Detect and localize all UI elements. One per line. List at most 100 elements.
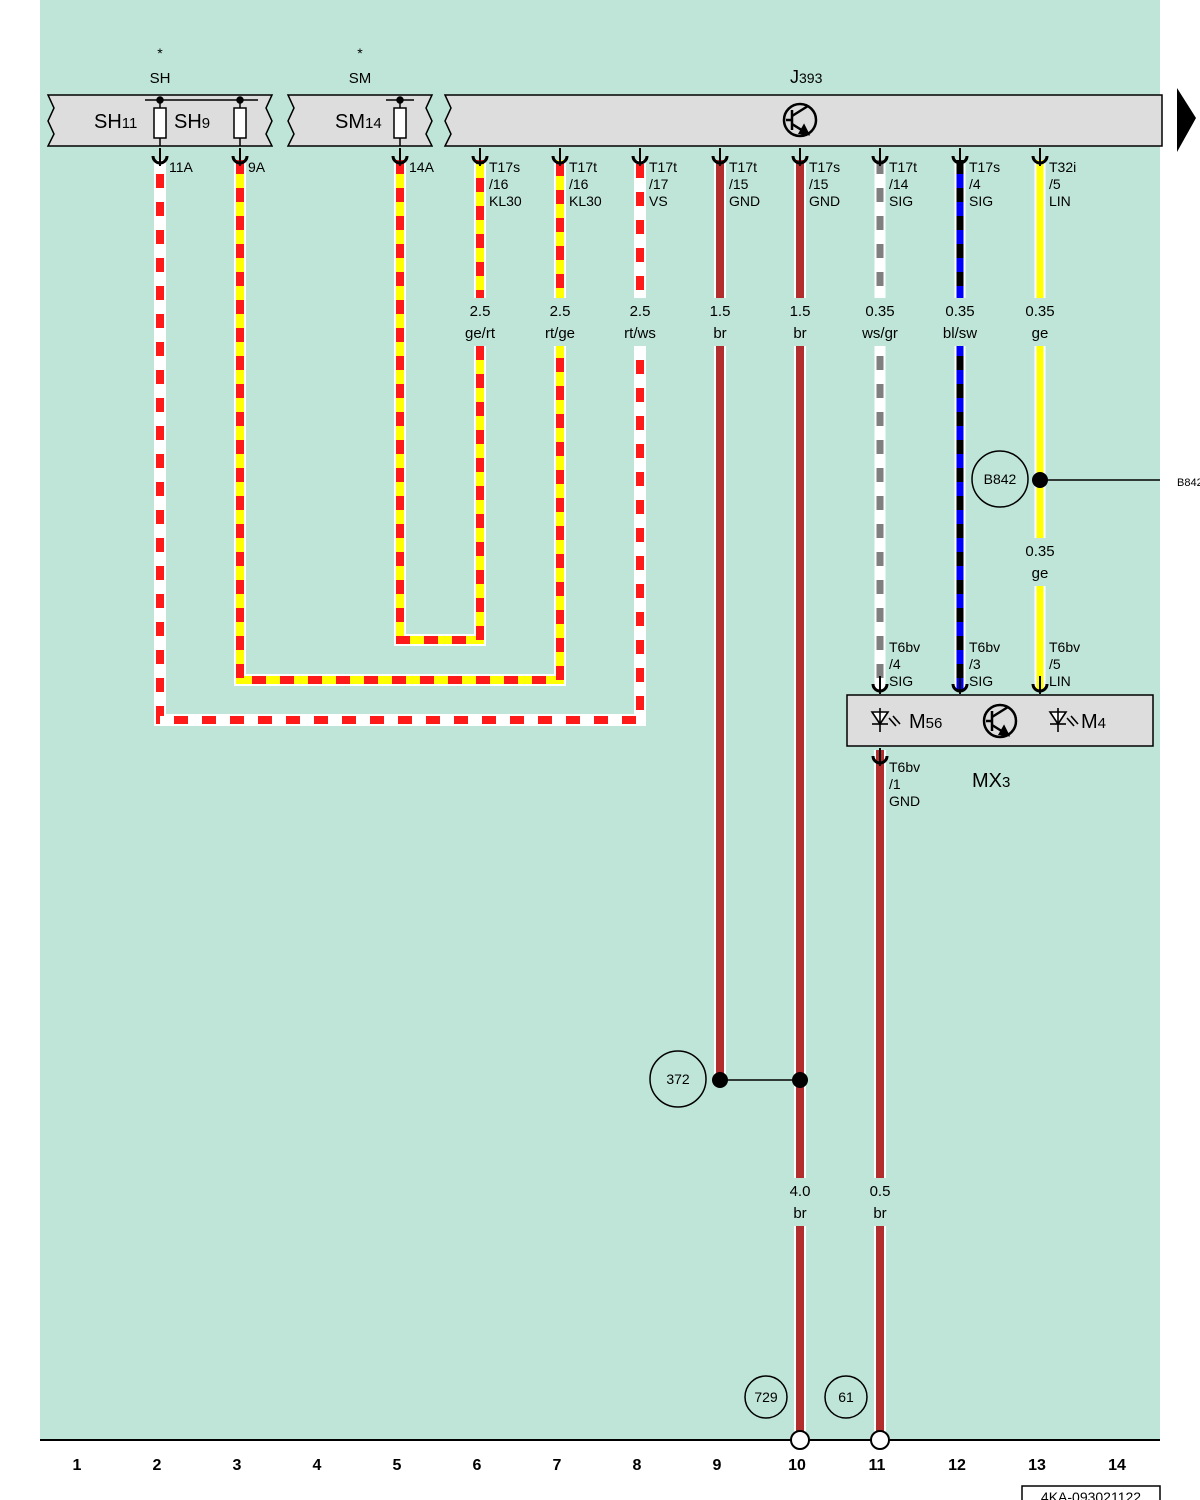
pin-line: /4 xyxy=(969,176,981,192)
pin-line: GND xyxy=(809,193,840,209)
column-number: 12 xyxy=(948,1457,966,1474)
m56-label: M56 xyxy=(909,711,942,733)
column-number: 6 xyxy=(473,1457,482,1474)
wire-label-gap xyxy=(952,298,968,346)
m4-label: M4 xyxy=(1081,711,1106,733)
pin-line: KL30 xyxy=(569,193,602,209)
wire-color-code: ws/gr xyxy=(861,325,898,342)
page-continue-arrow xyxy=(1177,88,1196,152)
pin-line: T6bv xyxy=(889,759,920,775)
wire-9a-to-c7 xyxy=(234,160,566,686)
b842-ref-label: B842 xyxy=(984,471,1017,487)
wire-color-code: ge xyxy=(1032,565,1049,582)
372-ref-label: 372 xyxy=(666,1071,690,1087)
wire-label-gap xyxy=(1032,538,1048,586)
svg-text:2.5ge/rt: 2.5ge/rt xyxy=(465,303,496,342)
sh-fuse-b-symbol xyxy=(233,107,247,139)
splice-b842: B842 B842 xyxy=(971,450,1200,508)
terminal-11 xyxy=(870,1430,890,1450)
pin-line: T17t xyxy=(729,159,757,175)
column-number: 2 xyxy=(153,1457,162,1474)
connectors xyxy=(151,148,1049,766)
pin-line: T17t xyxy=(569,159,597,175)
pin-line: /15 xyxy=(809,176,829,192)
pin-line: /3 xyxy=(969,656,981,672)
sm-asterisk: * xyxy=(357,45,363,61)
pin-line: SIG xyxy=(969,193,993,209)
wire-label-gap xyxy=(872,1178,888,1226)
wire-label-gap xyxy=(1032,298,1048,346)
connector-top-8 xyxy=(871,148,889,166)
wires xyxy=(154,160,1048,1440)
wire-label-gap xyxy=(472,298,488,346)
svg-text:0.5br: 0.5br xyxy=(870,1183,891,1222)
pin-line: T17t xyxy=(649,159,677,175)
connector-top-1 xyxy=(231,148,249,166)
connector-top-4 xyxy=(551,148,569,166)
pin-line: /4 xyxy=(889,656,901,672)
372-node-left xyxy=(712,1072,728,1088)
component-labels: * SH * SM J393 SH11 SH9 SM14 M56 M4 MX3 xyxy=(94,45,1106,792)
j393-label: J393 xyxy=(790,67,823,87)
column-number: 10 xyxy=(788,1457,806,1474)
wire-14a-to-c6 xyxy=(394,160,486,646)
column-number: 4 xyxy=(313,1457,322,1474)
pin-line: LIN xyxy=(1049,193,1071,209)
wire-color-code: rt/ge xyxy=(545,325,575,342)
sm-fuse-symbol xyxy=(393,107,407,139)
ref-729-circle xyxy=(744,1375,788,1419)
connector-top-5 xyxy=(631,148,649,166)
doc-id-box xyxy=(1021,1485,1161,1500)
wire-color-code: ge/rt xyxy=(465,325,496,342)
wire-gauge: 2.5 xyxy=(550,303,571,320)
connector-mx3-1 xyxy=(951,676,969,694)
svg-text:1.5br: 1.5br xyxy=(710,303,731,342)
wire-label-w7: 2.5 rt/ge xyxy=(545,303,575,342)
svg-text:2.5rt/ge: 2.5 rt/ge xyxy=(545,303,575,342)
connector-top-0 xyxy=(151,148,169,166)
transistor-icon xyxy=(982,703,1018,739)
connector-mx3-0 xyxy=(871,676,889,694)
pin-line: /1 xyxy=(889,776,901,792)
column-number: 8 xyxy=(633,1457,642,1474)
ref-61-circle xyxy=(824,1375,868,1419)
sm-top-label: SM xyxy=(349,70,372,87)
pin-line: /5 xyxy=(1049,656,1061,672)
wire-gauge: 4.0 xyxy=(790,1183,811,1200)
mx3-box xyxy=(846,694,1154,747)
column-number: 5 xyxy=(393,1457,402,1474)
pin-line: /17 xyxy=(649,176,669,192)
372-node-right xyxy=(792,1072,808,1088)
terminal-10 xyxy=(790,1430,810,1450)
pin-line: /15 xyxy=(729,176,749,192)
